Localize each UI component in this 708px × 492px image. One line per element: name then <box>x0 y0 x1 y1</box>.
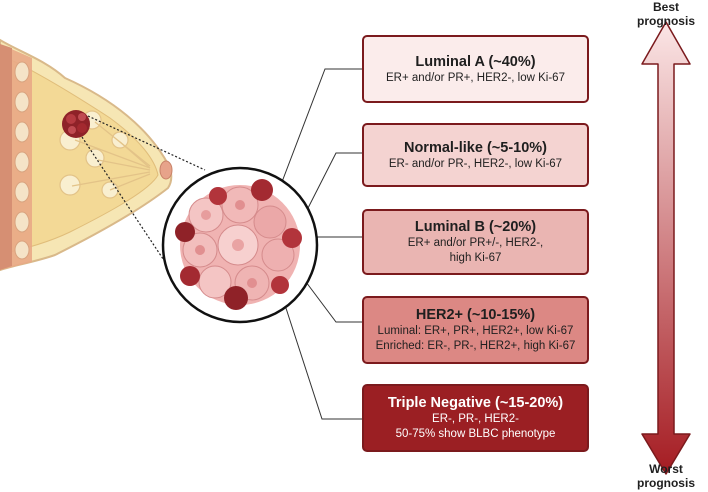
connector-lines <box>276 68 362 420</box>
zoom-lines <box>81 115 206 308</box>
subtype-detail: ER+ and/or PR+/-, HER2-, <box>407 237 544 249</box>
subtype-title: Luminal A (~40%) <box>415 53 536 70</box>
subtype-detail: high Ki-67 <box>449 252 502 264</box>
subtype-detail: 50-75% show BLBC phenotype <box>395 428 556 440</box>
tumor-magnified-icon <box>161 166 319 324</box>
prognosis-arrow <box>641 21 691 475</box>
subtype-box-triple-negative: Triple Negative (~15-20%) ER-, PR-, HER2… <box>362 384 589 452</box>
subtype-box-luminal-b: Luminal B (~20%) ER+ and/or PR+/-, HER2-… <box>362 209 589 275</box>
subtype-box-normal-like: Normal-like (~5-10%) ER- and/or PR-, HER… <box>362 123 589 187</box>
best-prognosis-label: Best prognosis <box>636 0 695 28</box>
subtype-detail: ER+ and/or PR+, HER2-, low Ki-67 <box>386 71 565 84</box>
subtype-title: Triple Negative (~15-20%) <box>387 395 564 411</box>
subtype-detail: ER-, PR-, HER2- <box>432 413 519 425</box>
subtype-detail: ER- and/or PR-, HER2-, low Ki-67 <box>388 157 563 170</box>
tumor-icon <box>62 110 90 138</box>
breast-illustration <box>0 38 173 272</box>
subtype-detail: Enriched: ER-, PR-, HER2+, high Ki-67 <box>375 340 576 352</box>
subtype-box-luminal-a: Luminal A (~40%) ER+ and/or PR+, HER2-, … <box>362 35 589 103</box>
worst-prognosis-label: Worst prognosis <box>636 462 695 490</box>
subtype-title: Normal-like (~5-10%) <box>403 139 548 156</box>
subtype-detail: Luminal: ER+, PR+, HER2+, low Ki-67 <box>377 325 574 337</box>
subtype-title: HER2+ (~10-15%) <box>415 307 536 323</box>
subtype-box-her2: HER2+ (~10-15%) Luminal: ER+, PR+, HER2+… <box>362 296 589 364</box>
subtype-title: Luminal B (~20%) <box>414 219 537 235</box>
